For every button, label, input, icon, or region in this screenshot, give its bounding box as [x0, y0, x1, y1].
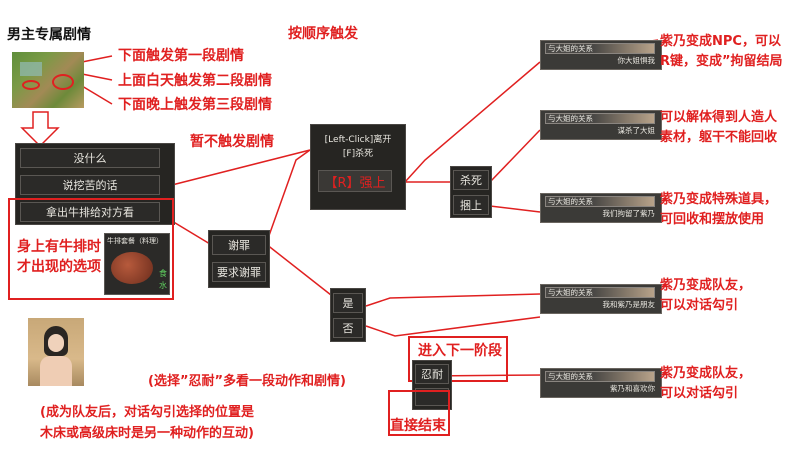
endure-tip: (选择”忍耐”多看一段动作和剧情) — [148, 374, 346, 389]
map-note-3: 下面晚上触发第三段剧情 — [118, 97, 272, 113]
option-yes[interactable]: 是 — [333, 293, 363, 313]
card-title: 与大姐的关系 — [545, 113, 655, 124]
card-title: 与大姐的关系 — [545, 196, 655, 207]
option-tie[interactable]: 捆上 — [453, 195, 489, 215]
steak-item-card: 牛排套餐（料理） 食 水 — [104, 233, 170, 295]
option-demand-apology[interactable]: 要求谢罪 — [212, 262, 266, 282]
next-stage-box — [408, 336, 508, 382]
companion-tip-line-1: (成为队友后，对话勾引选择的位置是 — [40, 405, 254, 420]
character-portrait — [28, 318, 84, 386]
map-note-2: 上面白天触发第二段剧情 — [118, 73, 272, 89]
option-kill[interactable]: 杀死 — [453, 170, 489, 190]
card-title: 与大姐的关系 — [545, 43, 655, 54]
outcome-line: R键，变成”拘留结局 — [660, 54, 783, 69]
steak-highlight-box — [8, 198, 174, 300]
strong-button[interactable]: 【R】强上 — [318, 170, 392, 192]
card-title: 与大姐的关系 — [545, 287, 655, 298]
steak-note-line-1: 身上有牛排时 — [17, 239, 101, 255]
steak-note: 身上有牛排时 才出现的选项 — [17, 237, 101, 277]
outcome-line: 可以解体得到人造人 — [660, 110, 778, 125]
relationship-card: 与大姐的关系 我和紫乃是朋友 — [540, 284, 662, 314]
order-note: 按顺序触发 — [288, 26, 358, 42]
map-note-1: 下面触发第一段剧情 — [118, 48, 244, 64]
companion-tip-line-2: 木床或高级床时是另一种动作的互动) — [40, 426, 254, 441]
no-trigger-note: 暂不触发剧情 — [190, 134, 274, 150]
relationship-card: 与大姐的关系 你大姐惧我 — [540, 40, 662, 70]
outcome-note-dismantle: 可以解体得到人造人 素材，躯干不能回收 — [660, 108, 777, 148]
card-title: 与大姐的关系 — [545, 371, 655, 382]
option-endure[interactable]: 忍耐 — [415, 364, 449, 384]
left-click-hint: [Left-Click]离开 — [324, 135, 392, 145]
outcome-line: 紫乃变成队友， — [660, 366, 752, 381]
card-body: 紫乃和喜欢你 — [610, 384, 655, 393]
card-body: 我们拘留了紫乃 — [602, 209, 656, 218]
outcome-line: 紫乃变成队友， — [660, 278, 752, 293]
relationship-card: 与大姐的关系 我们拘留了紫乃 — [540, 193, 662, 223]
outcome-line: 紫乃变成NPC，可以 — [660, 34, 781, 49]
interaction-panel — [310, 124, 406, 210]
option-apologize[interactable]: 谢罪 — [212, 235, 266, 255]
next-stage-label: 进入下一阶段 — [418, 343, 502, 359]
option-no[interactable]: 否 — [333, 318, 363, 338]
outcome-line: 可以对话勾引 — [660, 298, 739, 313]
steak-note-line-2: 才出现的选项 — [17, 259, 101, 275]
card-body: 谋杀了大姐 — [617, 126, 656, 135]
outcome-note-npc: 紫乃变成NPC，可以 R键，变成”拘留结局 — [660, 32, 783, 72]
minimap-image — [12, 52, 84, 108]
menu-option-sarcasm[interactable]: 说挖苦的话 — [20, 175, 160, 195]
menu-option-nothing[interactable]: 没什么 — [20, 148, 160, 168]
card-body: 你大姐惧我 — [617, 56, 656, 65]
page-title: 男主专属剧情 — [7, 27, 91, 43]
card-body: 我和紫乃是朋友 — [602, 300, 656, 309]
outcome-note-companion: 紫乃变成队友， 可以对话勾引 — [660, 276, 751, 316]
outcome-line: 素材，躯干不能回收 — [660, 130, 778, 145]
menu-option-show-steak[interactable]: 拿出牛排给对方看 — [20, 202, 160, 222]
relationship-card: 与大姐的关系 紫乃和喜欢你 — [540, 368, 662, 398]
steak-image — [111, 252, 153, 284]
outcome-line: 可回收和摆放使用 — [660, 212, 765, 227]
outcome-note-companion-2: 紫乃变成队友， 可以对话勾引 — [660, 364, 751, 404]
kill-hint: [F]杀死 — [342, 149, 374, 159]
relationship-card: 与大姐的关系 谋杀了大姐 — [540, 110, 662, 140]
steak-side-2: 水 — [159, 281, 167, 290]
outcome-line: 可以对话勾引 — [660, 386, 739, 401]
outcome-line: 紫乃变成特殊道具， — [660, 192, 778, 207]
direct-end-label: 直接结束 — [390, 418, 446, 434]
companion-tip: (成为队友后，对话勾引选择的位置是 木床或高级床时是另一种动作的互动) — [40, 402, 254, 444]
steak-item-title: 牛排套餐（料理） — [107, 237, 163, 245]
outcome-note-item: 紫乃变成特殊道具， 可回收和摆放使用 — [660, 190, 777, 230]
steak-side-1: 食 — [159, 269, 167, 278]
direct-end-box — [388, 390, 450, 436]
